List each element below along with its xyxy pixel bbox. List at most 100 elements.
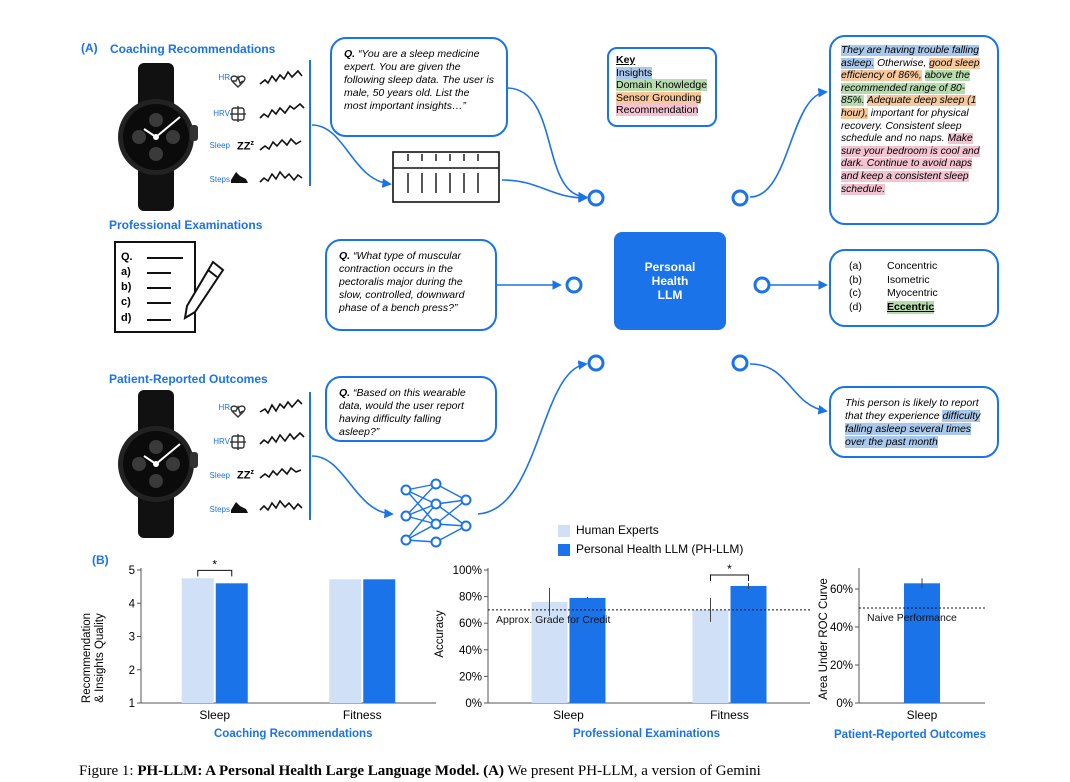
exam-doc-option: a) <box>121 266 131 278</box>
signal-label-steps: Steps <box>209 175 230 184</box>
shoe-icon <box>231 502 248 513</box>
reference-line-label: Naive Performance <box>867 612 957 624</box>
llm-output-port <box>753 276 771 294</box>
shoe-icon <box>231 172 248 183</box>
signal-label-steps: Steps <box>209 505 230 514</box>
ecg-icon <box>230 106 246 122</box>
key-item-insights: Insights <box>616 66 653 79</box>
question-text: “You are a sleep medicine expert. You ar… <box>344 48 494 112</box>
heart-icon <box>230 405 246 418</box>
y-tick-label: 80% <box>459 592 482 604</box>
x-tick-label: Sleep <box>199 708 230 722</box>
personal-health-llm-box: Personal Health LLM <box>614 232 726 330</box>
exam-doc-option: b) <box>121 281 132 293</box>
signal-label-hrv: HRV <box>213 109 230 118</box>
bar <box>215 583 248 703</box>
y-tick-label: 0% <box>836 698 853 710</box>
answer-option: (a)Concentric <box>849 260 938 272</box>
answer-option-correct: (d)Eccentric <box>849 300 935 314</box>
sleep-zzz-icon: ZZz <box>237 140 254 153</box>
y-tick-label: 4 <box>129 598 136 610</box>
bar <box>569 597 606 703</box>
section-title-outcomes: Patient-Reported Outcomes <box>109 372 268 386</box>
coaching-answer-bubble: They are having trouble falling asleep. … <box>829 35 999 225</box>
y-tick-label: 40% <box>459 645 482 657</box>
llm-output-port <box>731 354 749 372</box>
exam-question-bubble: Q. “What type of muscular contraction oc… <box>325 239 497 331</box>
answer-option: (b)Isometric <box>849 273 930 286</box>
legend-llm-swatch <box>558 544 570 556</box>
question-text: “What type of muscular contraction occur… <box>339 250 465 314</box>
y-tick-label: 60% <box>830 584 853 596</box>
y-tick-label: 40% <box>830 622 853 634</box>
smartwatch-icon-bottom <box>118 390 198 538</box>
sleep-zzz-icon: ZZz <box>237 469 254 482</box>
reference-line-label: Approx. Grade for Credit <box>496 614 610 626</box>
outcome-question-bubble: Q. “Based on this wearable data, would t… <box>325 376 497 442</box>
significance-star: * <box>212 557 217 571</box>
signal-bracket-line <box>309 392 311 520</box>
y-tick-label: 1 <box>129 698 135 710</box>
significance-star: * <box>727 562 732 576</box>
legend-human-label: Human Experts <box>576 523 659 537</box>
panel-a-label: (A) <box>81 41 98 55</box>
outcome-answer-bubble: This person is likely to report that the… <box>829 386 999 458</box>
highlight-key-box: Key Insights Domain Knowledge Sensor Gro… <box>607 47 717 127</box>
bar <box>181 578 214 703</box>
y-tick-label: 100% <box>453 565 482 577</box>
key-title: Key <box>616 54 636 66</box>
signal-label-hr: HR <box>218 403 230 412</box>
signal-waveforms-top <box>230 69 305 183</box>
connector-arrows <box>311 87 828 519</box>
pencil-icon <box>183 260 225 320</box>
bar <box>730 585 767 703</box>
figure-caption: Figure 1: PH-LLM: A Personal Health Larg… <box>79 763 761 779</box>
ecg-icon <box>230 434 246 450</box>
exam-doc-option: c) <box>121 296 131 308</box>
question-text: “Based on this wearable data, would the … <box>339 387 466 438</box>
bar <box>329 579 362 703</box>
signal-waveforms-bottom <box>230 398 305 513</box>
heart-icon <box>230 75 246 88</box>
panel-b-label: (B) <box>92 553 109 567</box>
signal-bracket-line <box>309 60 311 186</box>
signal-label-sleep: Sleep <box>209 471 230 480</box>
llm-input-port <box>587 189 605 207</box>
bar <box>363 579 396 703</box>
chart3-title: Patient-Reported Outcomes <box>834 729 987 741</box>
answer-option: (c)Myocentric <box>849 287 938 299</box>
bar <box>904 583 940 703</box>
x-tick-label: Sleep <box>907 708 938 722</box>
signal-label-hr: HR <box>218 73 230 82</box>
legend-human-swatch <box>558 525 570 537</box>
chart1-title: Coaching Recommendations <box>214 728 373 740</box>
neural-network-icon <box>400 478 472 548</box>
legend-llm-label: Personal Health LLM (PH-LLM) <box>576 542 744 556</box>
y-tick-label: 5 <box>129 565 135 577</box>
data-table-icon <box>392 151 500 203</box>
coaching-question-bubble: Q. “You are a sleep medicine expert. You… <box>330 37 508 137</box>
y-tick-label: 20% <box>459 671 482 683</box>
section-title-exams: Professional Examinations <box>109 218 263 232</box>
exam-document-icon <box>114 241 225 333</box>
key-item-sensor: Sensor Grounding <box>616 91 702 104</box>
smartwatch-icon-top <box>118 63 198 211</box>
x-tick-label: Sleep <box>553 708 584 722</box>
signal-label-hrv: HRV <box>213 437 230 446</box>
y-tick-label: 3 <box>129 632 135 644</box>
signal-label-sleep: Sleep <box>209 141 230 150</box>
x-tick-label: Fitness <box>343 708 382 722</box>
chart3-ylabel: Area Under ROC Curve <box>818 578 830 700</box>
llm-output-port <box>731 189 749 207</box>
chart2-title: Professional Examinations <box>573 728 720 740</box>
exam-doc-option: d) <box>121 312 132 324</box>
bar <box>692 609 729 703</box>
section-title-coaching: Coaching Recommendations <box>110 42 276 56</box>
y-tick-label: 60% <box>459 618 482 630</box>
llm-input-port <box>565 276 583 294</box>
exam-answer-bubble: (a)Concentric (b)Isometric (c)Myocentric… <box>829 249 999 327</box>
key-item-domain: Domain Knowledge <box>616 79 708 91</box>
